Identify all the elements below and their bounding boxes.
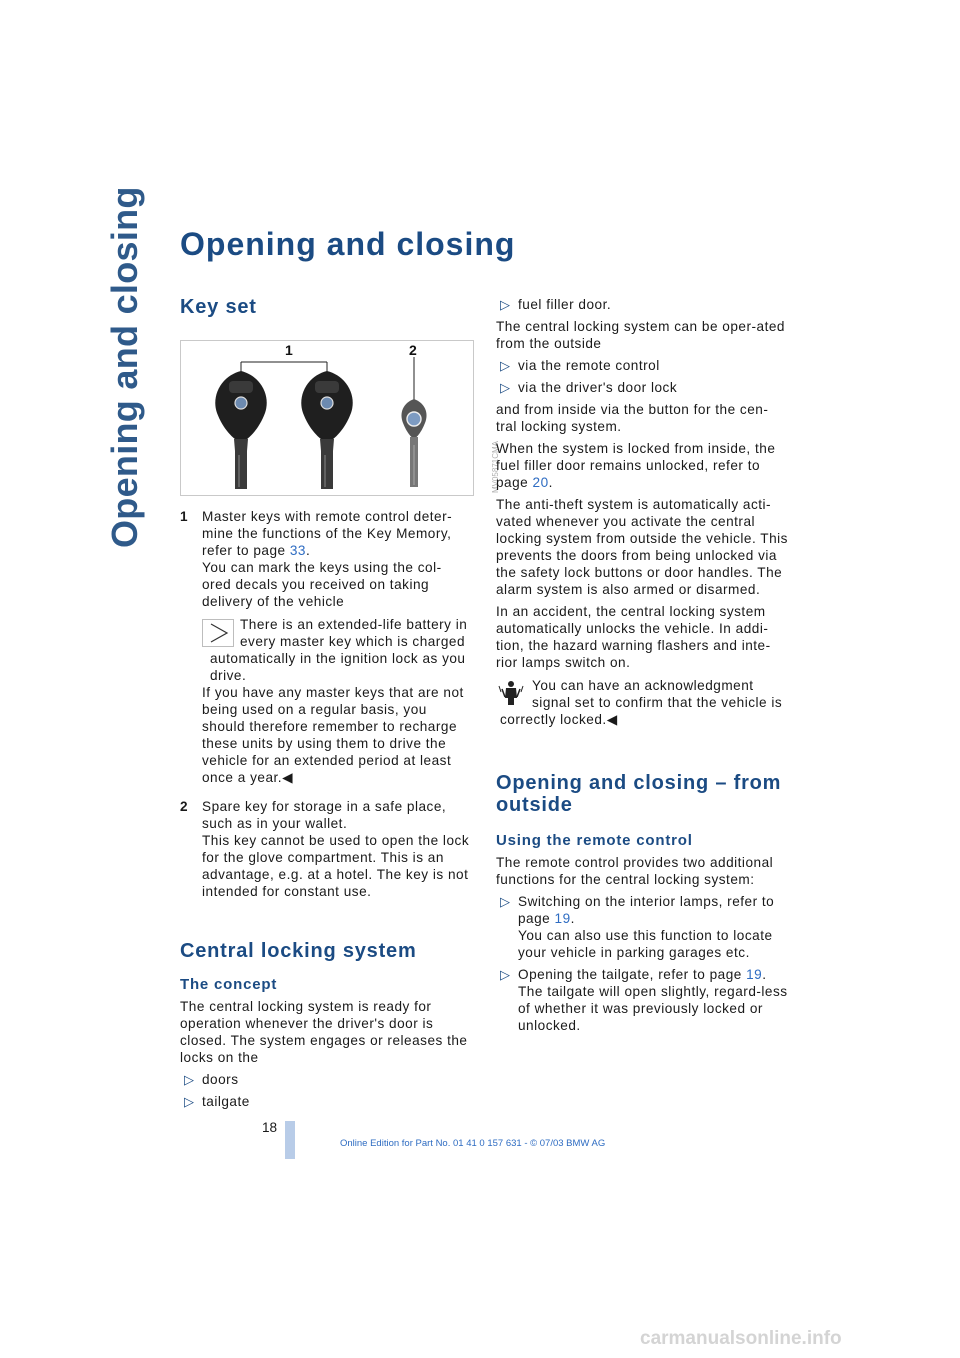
page-link-19[interactable]: 19 [554,911,571,926]
tailgate-text: Opening the tailgate, refer to page 19. [518,966,788,983]
key-item-2-detail: This key cannot be used to open the lock… [202,833,470,899]
key-list-item-2: 2 Spare key for storage in a safe place,… [180,798,470,900]
bullet-text: via the remote control [518,358,660,373]
bullet-text: doors [202,1072,239,1087]
tailgate-body: Opening the tailgate, refer to page [518,967,747,982]
acknowledgment-note-body: You can have an acknowledgment signal se… [500,678,783,727]
from-outside-heading: Opening and closing – from outside [496,772,782,816]
interior-lamps-end: . [570,911,575,926]
page-link-33[interactable]: 33 [289,543,306,558]
side-chapter-title-text: Opening and closing [104,186,145,548]
list-item: ▷ Switching on the interior lamps, refer… [496,893,788,961]
locked-inside-body: When the system is locked from inside, t… [496,441,776,490]
list-item: ▷ doors [180,1071,470,1088]
acknowledgment-note-text: You can have an acknowledgment signal se… [496,677,788,728]
key-list-number: 2 [180,799,189,814]
bullet-arrow-icon: ▷ [500,297,511,312]
bullet-arrow-icon: ▷ [500,894,511,909]
page-link-19[interactable]: 19 [746,967,763,982]
end-mark-icon: ◀ [606,712,618,727]
list-item: ▷ via the remote control [496,357,788,374]
recharge-note-text: If you have any master keys that are not… [202,684,470,786]
inside-text: and from inside via the button for the c… [496,402,769,434]
interior-lamps-detail: You can also use this function to locate… [518,928,773,960]
tailgate-end: . [762,967,767,982]
recharge-note-body: If you have any master keys that are not… [202,685,464,785]
central-locking-heading: Central locking system [180,940,417,962]
figure-label-1: 1 [285,342,293,358]
left-column: Key set [180,292,500,1110]
remote-control-subheading: Using the remote control [496,832,693,849]
bullet-text: via the driver's door lock [518,380,678,395]
edition-notice: Online Edition for Part No. 01 41 0 157 … [340,1138,606,1149]
list-item: ▷ fuel filler door. [496,296,788,313]
key-list-item-1: 1 Master keys with remote control deter-… [180,508,470,786]
key-item-1-text-b: . [305,543,311,558]
bullet-arrow-icon: ▷ [500,358,511,373]
footer-bar [285,1121,295,1159]
bullet-text: fuel filler door. [518,297,612,312]
remote-control-intro: The remote control provides two addition… [496,855,774,887]
bullet-arrow-icon: ▷ [184,1072,195,1087]
note-triangle-icon [202,619,234,647]
accident-text: In an accident, the central locking syst… [496,604,771,670]
interior-lamps-text: Switching on the interior lamps, refer t… [518,893,788,927]
key-list: 1 Master keys with remote control deter-… [180,508,470,900]
key-item-2-text: Spare key for storage in a safe place, s… [202,799,447,831]
key-item-1-text-a: Master keys with remote control deter-mi… [202,509,453,558]
page-link-20[interactable]: 20 [532,475,549,490]
end-mark-icon: ◀ [282,770,294,785]
interior-lamps-body: Switching on the interior lamps, refer t… [518,894,775,926]
side-chapter-title: Opening and closing [96,186,156,550]
spare-key-icon [401,399,427,487]
master-key-1-icon [215,371,267,489]
acknowledgment-note: You can have an acknowledgment signal se… [496,677,788,728]
battery-note: There is an extended-life battery in eve… [202,616,470,786]
mechanic-icon [496,680,526,706]
right-column: ▷ fuel filler door. The central locking … [496,296,788,1034]
locked-inside-end: . [548,475,553,490]
outside-intro: The central locking system can be oper-a… [496,319,785,351]
bullet-arrow-icon: ▷ [500,380,511,395]
bullet-text: tailgate [202,1094,250,1109]
tailgate-detail: The tailgate will open slightly, regard-… [518,984,788,1033]
locked-inside-text: When the system is locked from inside, t… [496,440,788,491]
key-item-1-text: Master keys with remote control deter-mi… [202,508,470,559]
bullet-arrow-icon: ▷ [184,1094,195,1109]
concept-subheading: The concept [180,976,278,993]
keys-illustration: 1 2 [215,342,427,489]
site-watermark: carmanualsonline.info [640,1328,842,1349]
list-item: ▷ Opening the tailgate, refer to page 19… [496,966,788,1034]
bullet-arrow-icon: ▷ [500,967,511,982]
key-set-heading: Key set [180,296,257,318]
key-item-1-decals: You can mark the keys using the col-ored… [202,560,442,609]
master-key-2-icon [301,371,353,489]
battery-note-text: There is an extended-life battery in eve… [210,617,468,683]
antitheft-text: The anti-theft system is automatically a… [496,497,788,597]
key-set-figure: 1 2 MV05871CMA [180,340,500,496]
figure-label-2: 2 [409,342,417,358]
list-item: ▷ via the driver's door lock [496,379,788,396]
key-list-number: 1 [180,509,189,524]
page-number: 18 [262,1120,278,1135]
page-title: Opening and closing [180,226,516,262]
concept-intro: The central locking system is ready for … [180,999,468,1065]
list-item: ▷ tailgate [180,1093,470,1110]
